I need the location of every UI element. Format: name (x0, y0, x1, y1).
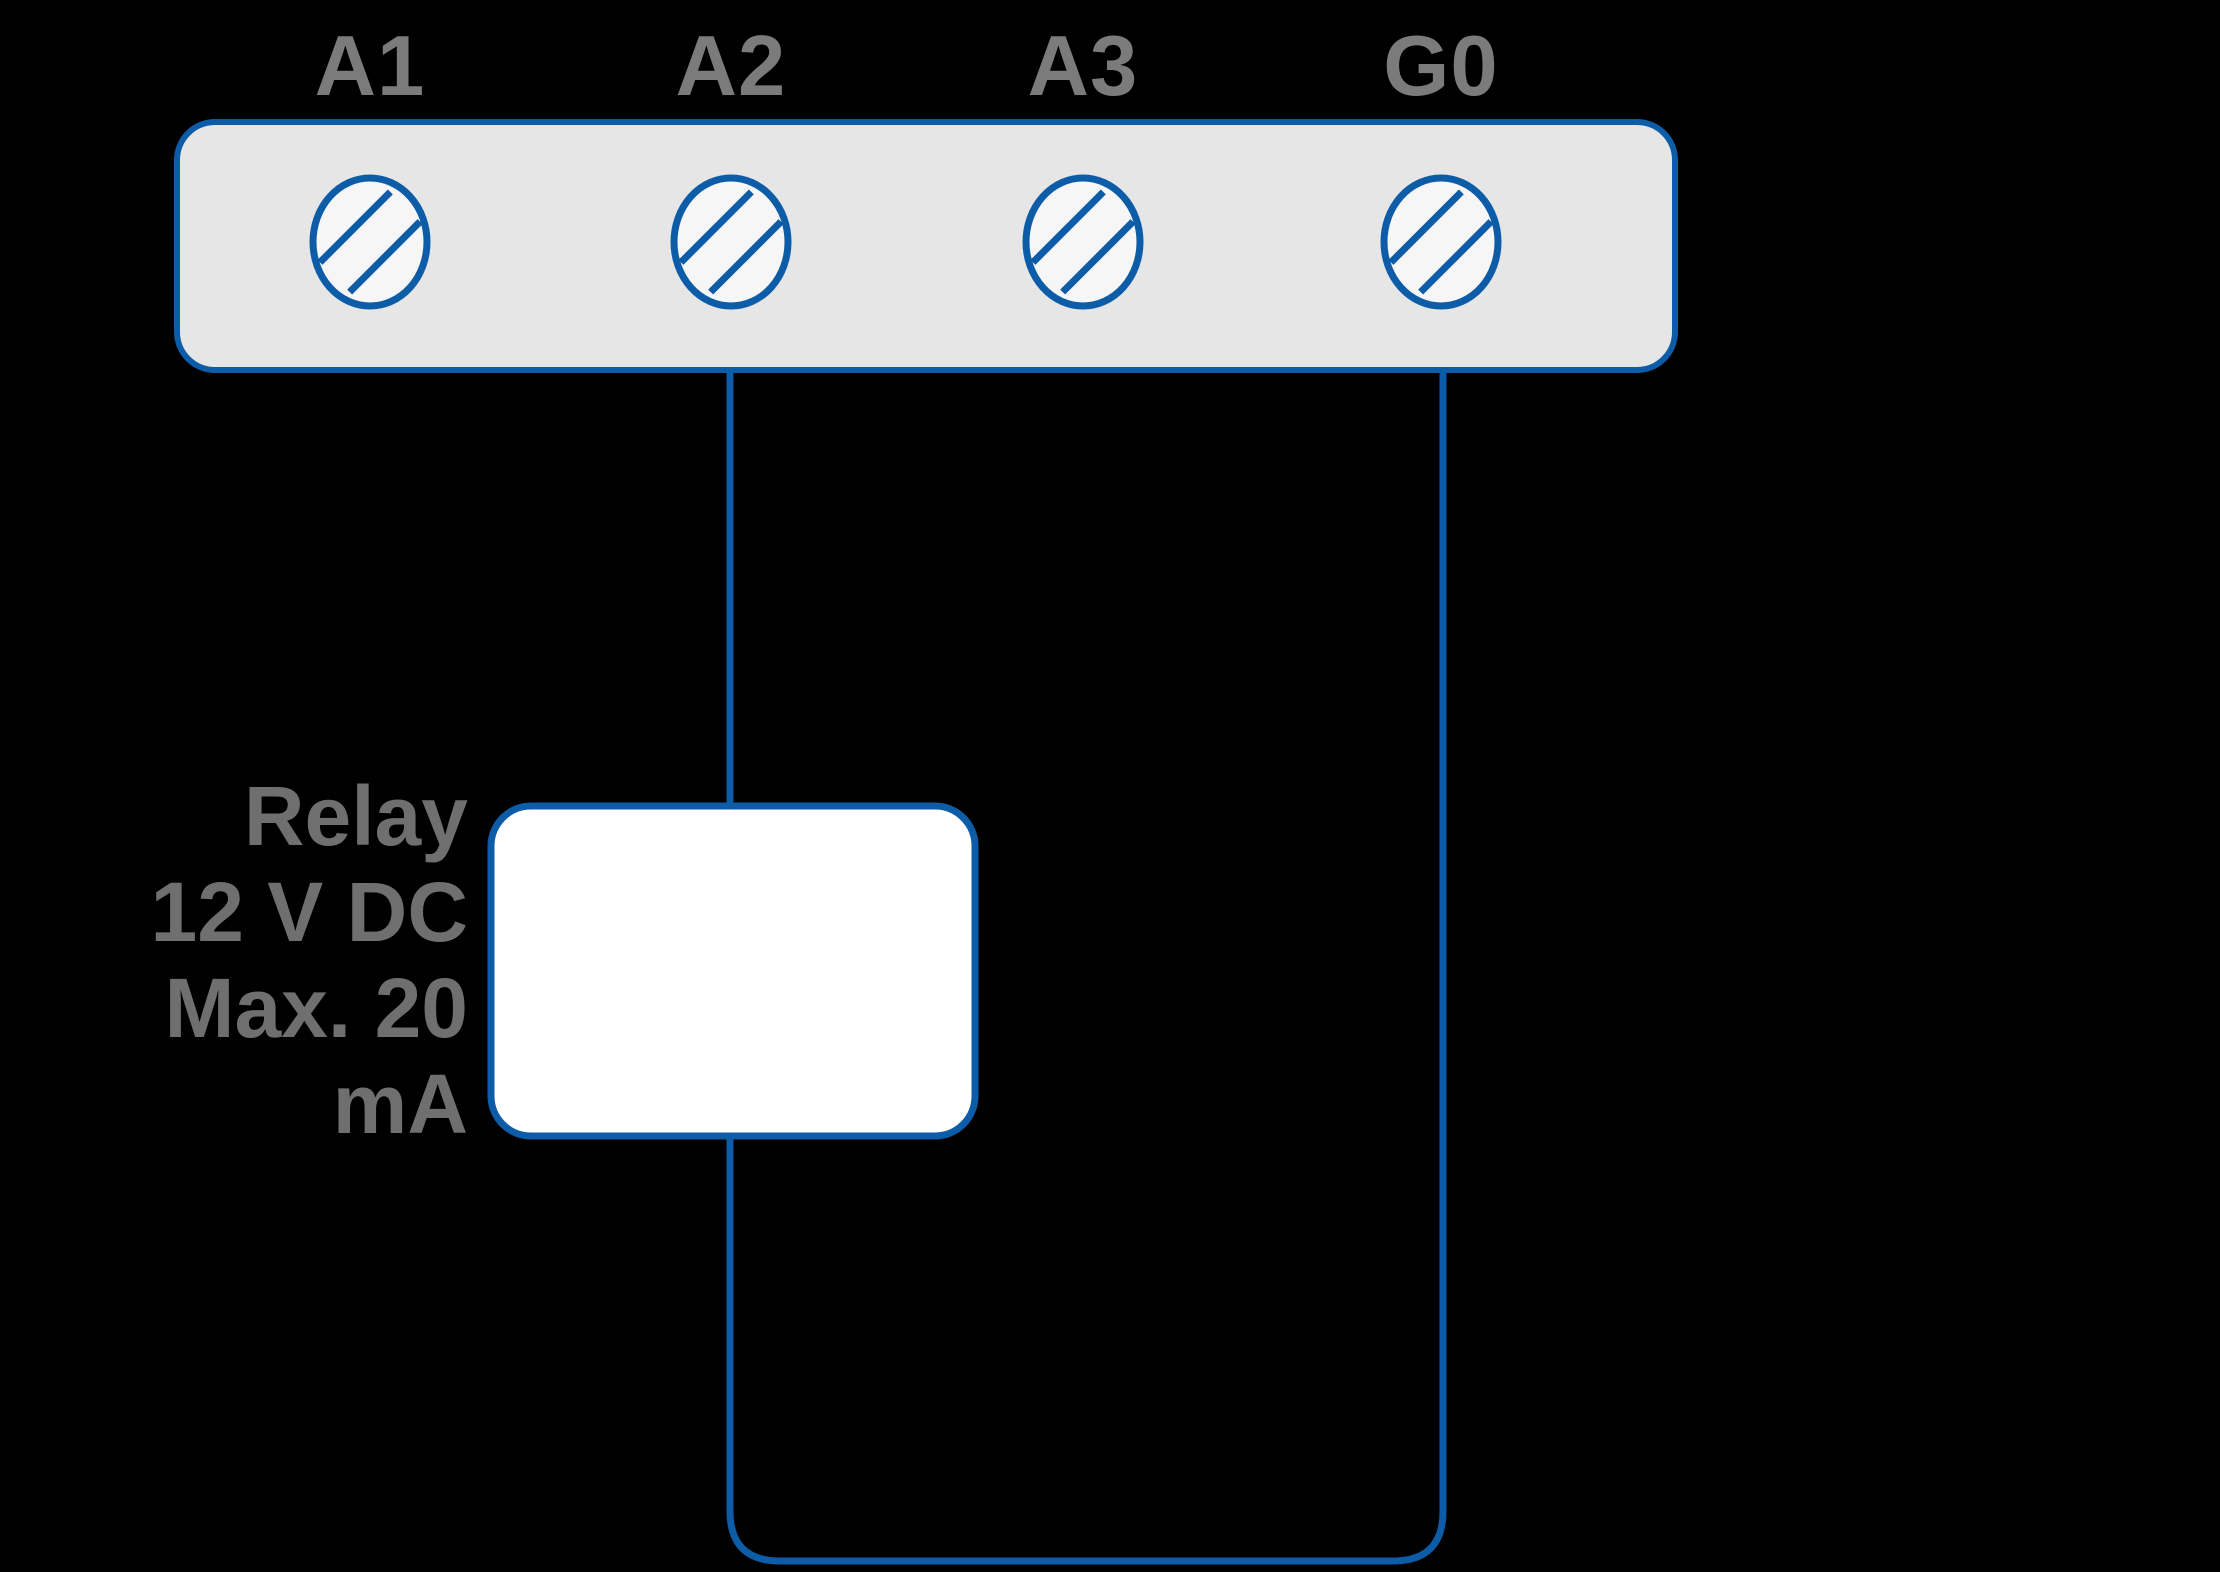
relay-box (487, 802, 979, 1140)
screw-head-circle (1022, 174, 1144, 310)
screw-slot-line (1388, 189, 1464, 265)
screw-head-circle (309, 174, 431, 310)
screw-slot-line (317, 189, 393, 265)
screw-slot-line (708, 219, 784, 295)
screw-slot-line (1030, 189, 1106, 265)
screw-terminal-A3 (1022, 174, 1144, 310)
screw-slot-line (347, 219, 423, 295)
relay-annotation: Relay 12 V DC Max. 20 mA (0, 768, 468, 1152)
terminal-label-G0: G0 (1383, 19, 1499, 114)
terminal-screws (309, 174, 1502, 310)
terminal-block-body (174, 119, 1678, 373)
screw-terminal-A1 (309, 174, 431, 310)
screw-head-circle (1380, 174, 1502, 310)
relay-annotation-line: Max. 20 (164, 961, 468, 1055)
relay-annotation-line: mA (332, 1057, 468, 1151)
terminal-label-A1: A1 (314, 19, 426, 114)
screw-slot-line (1060, 219, 1136, 295)
screw-slot-line (678, 189, 754, 265)
relay-annotation-line: 12 V DC (150, 865, 468, 959)
screw-slot-line (1418, 219, 1494, 295)
relay-annotation-line: Relay (243, 769, 468, 863)
screw-terminal-G0 (1380, 174, 1502, 310)
screw-terminal-A2 (670, 174, 792, 310)
terminal-label-A3: A3 (1027, 19, 1139, 114)
terminal-label-A2: A2 (675, 19, 787, 114)
screw-head-circle (670, 174, 792, 310)
wire-relay-to-g0-loop (726, 368, 1447, 1565)
